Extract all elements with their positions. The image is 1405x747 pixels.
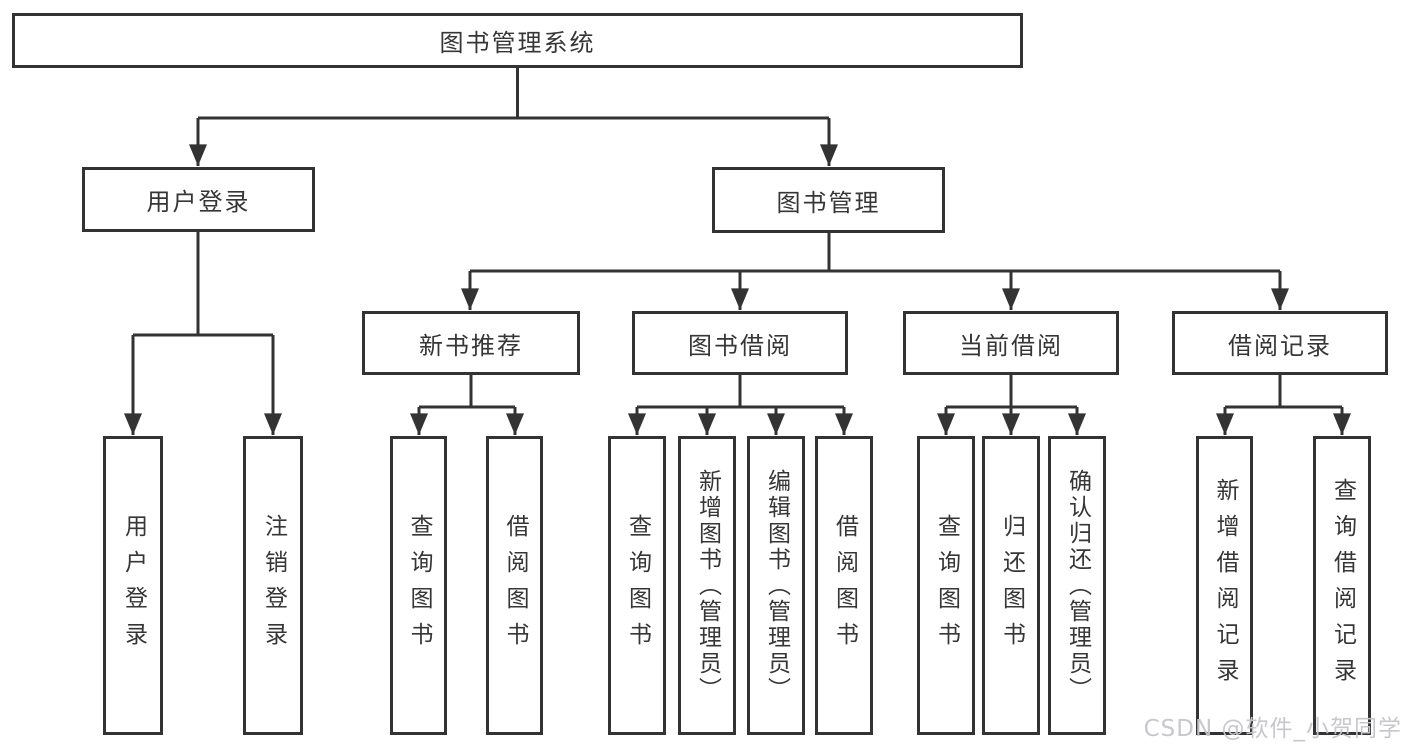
node-user-login-label: 用户登录 [146, 188, 251, 216]
leaf-newbooks-query-books-label: 查询图书 [406, 513, 432, 658]
leaf-user-login: 用户登录 [103, 436, 163, 735]
leaf-current-confirm-return-admin: 确认归还（管理员） [1048, 436, 1106, 735]
node-new-book-recommend: 新书推荐 [362, 311, 580, 375]
node-user-login: 用户登录 [82, 167, 315, 232]
leaf-logout-label: 注销登录 [260, 513, 287, 658]
node-system-root-label: 图书管理系统 [439, 29, 596, 57]
leaf-records-query-record-label: 查询借阅记录 [1329, 477, 1356, 694]
leaf-borrowing-query-books: 查询图书 [608, 436, 666, 735]
leaf-borrowing-edit-books-admin-label: 编辑图书（管理员） [763, 468, 790, 703]
leaf-logout: 注销登录 [243, 436, 303, 735]
leaf-records-query-record: 查询借阅记录 [1313, 436, 1371, 735]
node-new-book-recommend-label: 新书推荐 [419, 331, 523, 360]
node-current-borrowing-label: 当前借阅 [959, 331, 1063, 360]
leaf-newbooks-query-books: 查询图书 [390, 436, 447, 735]
node-book-management-label: 图书管理 [776, 188, 881, 217]
leaf-borrowing-borrow-books: 借阅图书 [815, 436, 873, 735]
leaf-records-add-record-label: 新增借阅记录 [1212, 477, 1238, 694]
node-current-borrowing: 当前借阅 [903, 311, 1119, 375]
leaf-borrowing-edit-books-admin: 编辑图书（管理员） [747, 436, 805, 735]
node-borrowing-records-label: 借阅记录 [1228, 331, 1332, 360]
node-book-management: 图书管理 [712, 167, 945, 233]
leaf-current-query-books-label: 查询图书 [933, 513, 960, 658]
leaf-current-return-books-label: 归还图书 [998, 513, 1025, 658]
watermark: CSDN @软件_小贺同学 [1143, 716, 1402, 742]
leaf-current-query-books: 查询图书 [917, 436, 975, 735]
leaf-newbooks-borrow-books: 借阅图书 [486, 436, 543, 735]
leaf-borrowing-query-books-label: 查询图书 [624, 513, 651, 658]
leaf-borrowing-add-books-admin-label: 新增图书（管理员） [694, 468, 721, 703]
leaf-user-login-label: 用户登录 [120, 513, 147, 658]
node-book-borrowing: 图书借阅 [632, 311, 848, 375]
leaf-newbooks-borrow-books-label: 借阅图书 [502, 513, 528, 658]
leaf-current-return-books: 归还图书 [982, 436, 1040, 735]
leaf-borrowing-borrow-books-label: 借阅图书 [831, 513, 858, 658]
leaf-current-confirm-return-admin-label: 确认归还（管理员） [1064, 468, 1091, 703]
node-book-borrowing-label: 图书借阅 [688, 331, 792, 360]
leaf-borrowing-add-books-admin: 新增图书（管理员） [678, 436, 736, 735]
node-system-root: 图书管理系统 [12, 13, 1023, 68]
leaf-records-add-record: 新增借阅记录 [1196, 436, 1253, 735]
node-borrowing-records: 借阅记录 [1172, 311, 1388, 375]
